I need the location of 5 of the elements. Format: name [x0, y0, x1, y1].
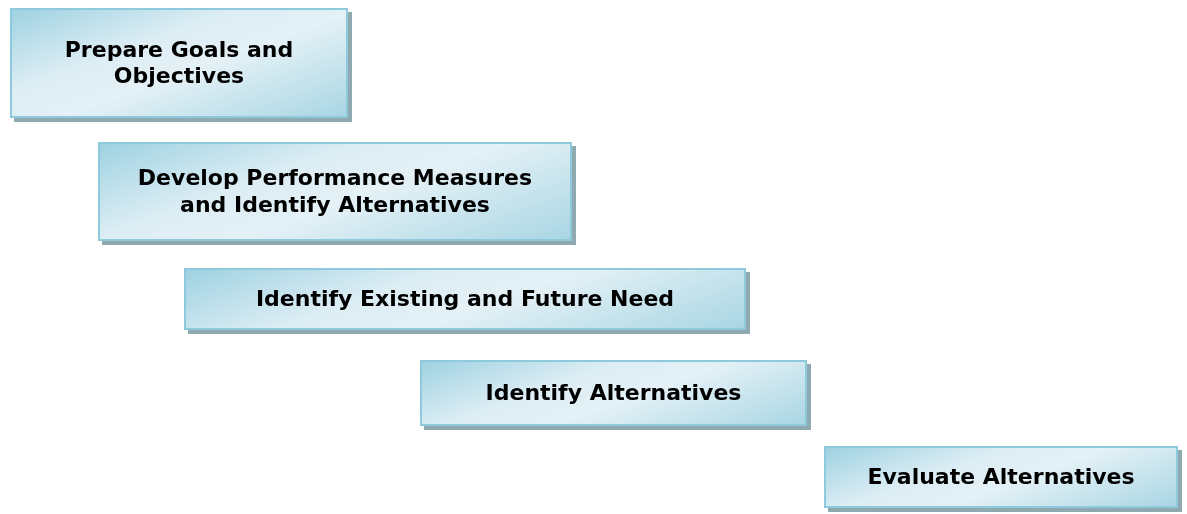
box-label: Develop Performance Measures and Identify Alternatives — [136, 165, 534, 218]
box-label: Identify Existing and Future Need — [254, 285, 676, 313]
box-label: Identify Alternatives — [484, 379, 743, 407]
box-label: Prepare Goals and Objectives — [63, 36, 295, 90]
box-label: Evaluate Alternatives — [866, 463, 1136, 491]
